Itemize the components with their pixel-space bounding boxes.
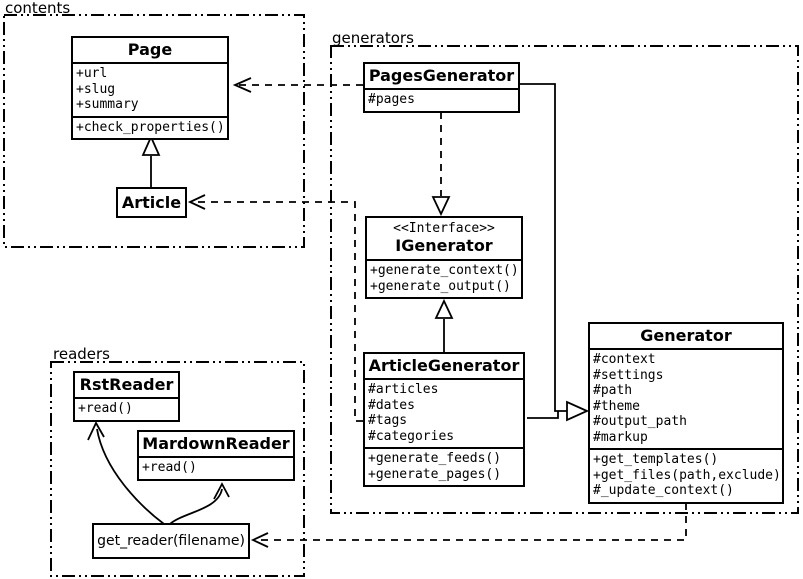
method-row: +get_files(path,exclude) — [593, 467, 781, 483]
hollow-triangle-icon — [566, 400, 590, 422]
attribute-row: #categories — [368, 428, 455, 444]
class-box-page: Page +url +slug +summary +check_properti… — [71, 36, 229, 140]
class-box-igenerator: <<Interface>> IGenerator +generate_conte… — [365, 216, 523, 299]
methods-section: +generate_context() +generate_output() — [367, 259, 521, 297]
class-name-article: Article — [121, 193, 182, 212]
open-arrowhead-icon — [213, 482, 230, 500]
attributes-section: #articles #dates #tags #categories — [365, 378, 523, 447]
method-row: #_update_context() — [593, 483, 734, 498]
hollow-triangle-icon — [141, 134, 161, 156]
hollow-triangle-icon — [431, 196, 451, 217]
methods-section: +generate_feeds() +generate_pages() — [365, 447, 523, 485]
class-box-article: Article — [116, 187, 187, 218]
class-box-mardownreader: MardownReader +read() — [137, 430, 295, 481]
class-box-articlegenerator: ArticleGenerator #articles #dates #tags … — [363, 352, 525, 487]
class-name-generator: Generator — [640, 326, 732, 345]
method-row: +generate_pages() — [368, 466, 502, 482]
package-label-readers: readers — [53, 345, 110, 363]
node-get-reader-label: get_reader(filename) — [97, 533, 245, 549]
class-name-mardownreader: MardownReader — [142, 434, 290, 453]
attribute-row: #output_path — [593, 414, 687, 429]
attributes-section: #context #settings #path #theme #output_… — [590, 348, 782, 448]
attribute-row: +url — [76, 66, 108, 81]
methods-section: +get_templates() +get_files(path,exclude… — [590, 448, 782, 502]
class-box-generator: Generator #context #settings #path #them… — [588, 322, 784, 504]
package-border-readers — [50, 361, 305, 577]
class-name-rstreader: RstReader — [79, 375, 174, 394]
edge-pagesgenerator-generator — [519, 83, 567, 412]
method-row: +generate_context() — [370, 263, 519, 278]
package-border-generators — [330, 45, 799, 514]
edge-generator-getreader — [257, 503, 687, 541]
class-name-articlegenerator: ArticleGenerator — [368, 356, 520, 375]
package-label-contents: contents — [5, 0, 71, 17]
hollow-triangle-icon — [434, 298, 454, 319]
edge-articlegenerator-article — [192, 201, 363, 422]
node-get-reader: get_reader(filename) — [92, 523, 250, 559]
open-arrowhead-icon — [87, 421, 105, 441]
class-name-page: Page — [127, 40, 173, 59]
open-arrowhead-icon — [250, 532, 269, 548]
methods-section: +read() — [75, 397, 178, 420]
method-row: +generate_output() — [370, 278, 511, 294]
attribute-row: #path — [593, 383, 633, 398]
class-box-rstreader: RstReader +read() — [73, 371, 180, 422]
class-name-igenerator: IGenerator — [395, 236, 493, 255]
method-row: +check_properties() — [76, 119, 225, 135]
attribute-row: #context — [593, 352, 656, 367]
attribute-row: +summary — [76, 97, 139, 112]
package-border-contents — [3, 14, 305, 248]
edge-getreader-mardownreader — [169, 488, 223, 525]
class-box-pagesgenerator: PagesGenerator #pages — [363, 62, 520, 113]
method-row: +generate_feeds() — [368, 451, 502, 466]
stereotype-label: <<Interface>> — [393, 221, 495, 236]
package-label-generators: generators — [332, 29, 414, 47]
method-row: +read() — [78, 401, 133, 416]
attributes-section: +url +slug +summary — [73, 62, 227, 116]
attribute-row: +slug — [76, 81, 116, 97]
attribute-row: #theme — [593, 398, 640, 414]
attributes-section: #pages — [365, 88, 518, 111]
open-arrowhead-icon — [232, 77, 252, 93]
attribute-row: #dates — [368, 397, 415, 413]
open-arrowhead-icon — [187, 194, 206, 210]
attribute-row: #articles — [368, 382, 439, 397]
method-row: +get_templates() — [593, 452, 719, 467]
attribute-row: #pages — [368, 92, 415, 107]
method-row: +read() — [142, 460, 197, 475]
class-name-pagesgenerator: PagesGenerator — [368, 66, 515, 85]
methods-section: +read() — [139, 456, 293, 479]
methods-section: +check_properties() — [73, 115, 227, 139]
edge-articlegenerator-generator — [527, 411, 559, 419]
attribute-row: #markup — [593, 429, 648, 445]
attribute-row: #settings — [593, 367, 664, 383]
attribute-row: #tags — [368, 413, 408, 428]
edge-getreader-rstreader — [96, 428, 165, 525]
